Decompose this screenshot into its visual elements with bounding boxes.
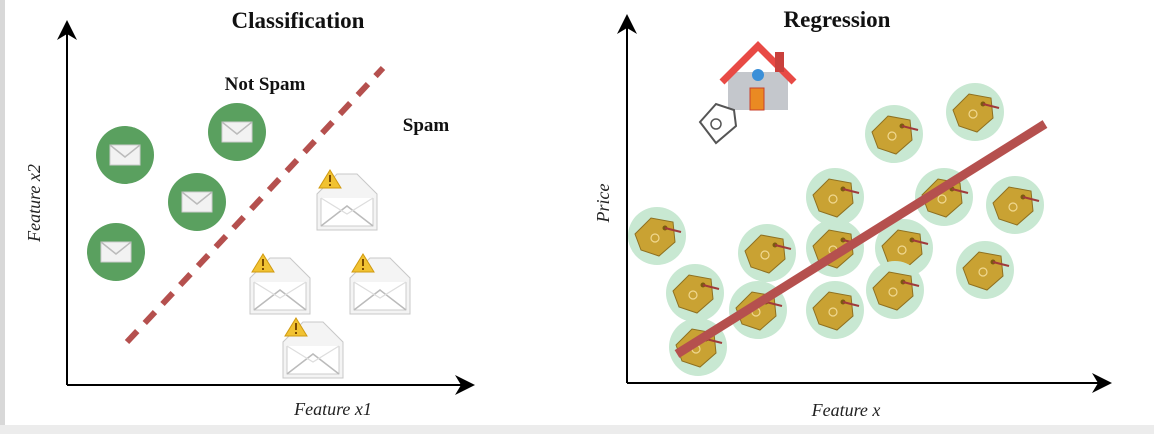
- not-spam-email-icon: [167, 172, 227, 232]
- y-axis-label: Feature x2: [24, 164, 44, 243]
- spam-email-icon: [349, 253, 411, 315]
- house-price-point: [955, 240, 1015, 300]
- house-price-point: [665, 263, 725, 323]
- house-price-point: [985, 175, 1045, 235]
- regression-title: Regression: [784, 7, 891, 32]
- house-price-point: [945, 82, 1005, 142]
- not-spam-email-icon: [86, 222, 146, 282]
- y-axis-label: Price: [593, 184, 613, 224]
- house-price-point: [737, 223, 797, 283]
- window-left-border: [0, 0, 5, 434]
- house-price-point: [805, 167, 865, 227]
- spam-email-icon: [316, 169, 378, 231]
- regression-panel: Regression Feature x Price: [593, 7, 1112, 420]
- house-price-point: [627, 206, 687, 266]
- not-spam-email-icon: [207, 102, 267, 162]
- house-price-point: [864, 104, 924, 164]
- spam-email-icon: [249, 253, 311, 315]
- x-axis-label: Feature x: [811, 400, 881, 420]
- classification-title: Classification: [232, 8, 365, 33]
- x-axis-label: Feature x1: [293, 399, 372, 419]
- not-spam-email-icon: [95, 125, 155, 185]
- classification-panel: Classification Feature x1 Feature x2 Not…: [24, 8, 475, 419]
- decision-boundary: [124, 65, 386, 345]
- spam-email-icon: [282, 317, 344, 379]
- regression-line: [674, 120, 1048, 358]
- window-bottom-bar: [0, 425, 1154, 434]
- spam-label: Spam: [403, 115, 450, 136]
- house-price-point: [805, 280, 865, 340]
- house-price-point: [865, 260, 925, 320]
- house-icon: [719, 41, 797, 111]
- not-spam-label: Not Spam: [225, 74, 306, 95]
- price-tag-icon: [698, 102, 738, 145]
